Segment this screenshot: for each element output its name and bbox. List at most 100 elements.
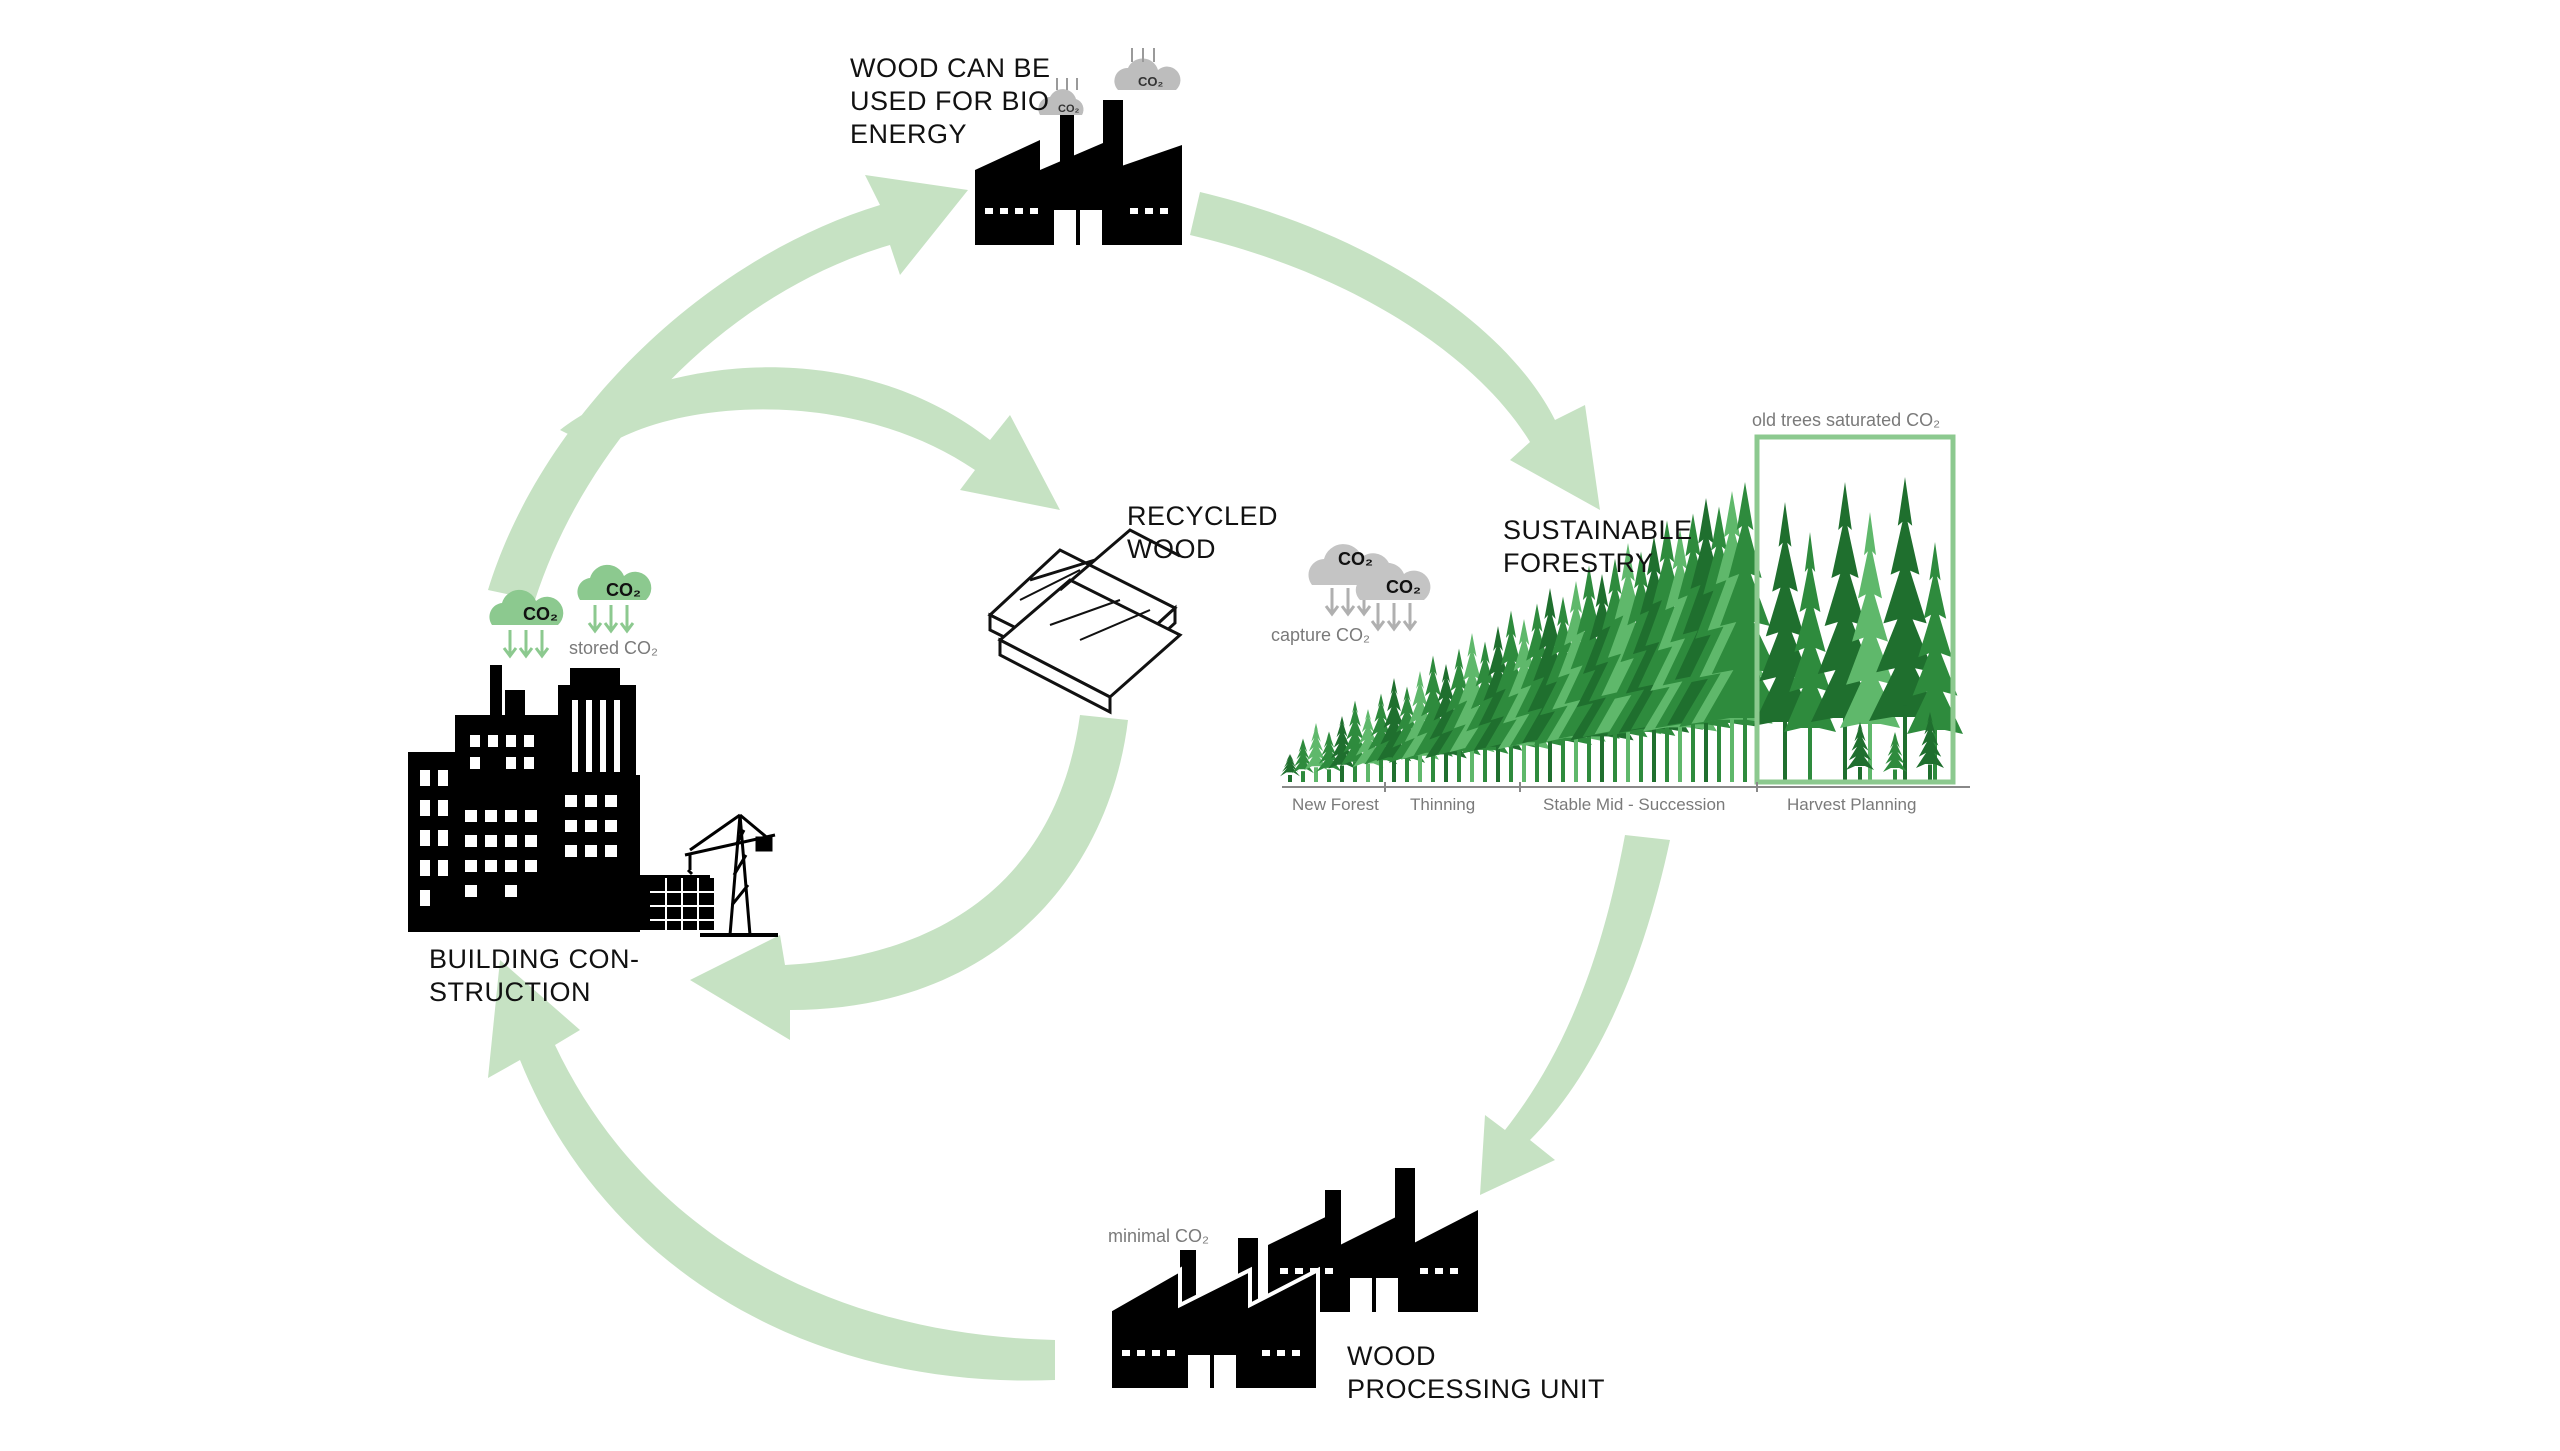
- processing-factory-front: [1108, 1238, 1320, 1392]
- tree-icon: [1907, 542, 1963, 734]
- sustainable-forestry-label: SUSTAINABLE FORESTRY: [1503, 515, 1693, 578]
- tree-trunk: [1288, 775, 1292, 782]
- bioenergy-label: WOOD CAN BE USED FOR BIO ENERGY: [850, 53, 1051, 149]
- tree-trunk: [1858, 767, 1862, 782]
- arrow-bioenergy-to-forestry: [1190, 192, 1600, 510]
- tree-trunk: [1340, 765, 1344, 782]
- tree-icon: [1869, 477, 1941, 721]
- tree-trunk: [1496, 743, 1500, 782]
- tree-trunk: [1868, 714, 1872, 782]
- tree-icon: [1703, 482, 1787, 722]
- stored-co2-annotation: stored CO₂: [569, 638, 659, 658]
- stored-co2-clouds: CO₂ CO₂: [489, 564, 652, 659]
- tree-trunk: [1301, 771, 1305, 782]
- tree-trunk: [1535, 737, 1539, 782]
- tree-trunk: [1613, 726, 1617, 782]
- green-cloud-icon: CO₂: [489, 589, 564, 659]
- old-trees-annotation: old trees saturated CO₂: [1752, 410, 1941, 430]
- tree-trunk: [1379, 759, 1383, 782]
- tree-icon: [1883, 732, 1907, 772]
- co2-badge-text: CO₂: [1058, 103, 1080, 115]
- tree-trunk: [1704, 711, 1708, 782]
- building-construction-label: BUILDING CON- STRUCTION: [429, 944, 640, 1007]
- small-cloud-icon: CO₂: [1038, 78, 1084, 115]
- tree-trunk: [1366, 763, 1370, 782]
- tree-trunk: [1509, 739, 1513, 782]
- tree-trunk: [1678, 718, 1682, 782]
- tree-trunk: [1353, 761, 1357, 782]
- tree-trunk: [1893, 769, 1897, 782]
- arrow-forestry-to-processing: [1480, 835, 1670, 1195]
- tree-icon: [1784, 532, 1836, 732]
- tree-trunk: [1730, 709, 1734, 782]
- processing-factory-back: [1268, 1168, 1478, 1312]
- tree-trunk: [1561, 735, 1565, 782]
- tree-icon: [1846, 722, 1874, 770]
- tree-trunk: [1843, 707, 1847, 782]
- tree-trunk: [1717, 713, 1721, 782]
- co2-badge-text: CO₂: [1138, 74, 1164, 89]
- tree-icon: [1840, 512, 1900, 728]
- tree-icon: [1916, 712, 1944, 768]
- bioenergy-factory: CO₂ CO₂: [975, 48, 1182, 245]
- tree-trunk: [1418, 754, 1422, 782]
- harvest-selection-box: [1754, 434, 1956, 785]
- tree-trunk: [1600, 730, 1604, 782]
- building-windows: [420, 700, 620, 906]
- stage-label-new-forest: New Forest: [1292, 795, 1379, 814]
- stage-label-thinning: Thinning: [1410, 795, 1476, 814]
- tree-icon: [1316, 731, 1342, 772]
- recycled-wood-label: RECYCLED WOOD: [1127, 501, 1279, 564]
- minimal-co2-annotation: minimal CO₂: [1108, 1226, 1209, 1246]
- tree-trunk: [1392, 756, 1396, 782]
- tree-trunk: [1574, 731, 1578, 782]
- tree-trunk: [1743, 707, 1747, 782]
- tree-trunk: [1587, 727, 1591, 782]
- factory-icon: [975, 100, 1182, 245]
- tree-trunk: [1431, 750, 1435, 782]
- tree-icon: [1304, 723, 1328, 771]
- cycle-arrows: [488, 175, 1670, 1381]
- tree-trunk: [1928, 764, 1932, 782]
- capture-co2-annotation: capture CO₂: [1271, 625, 1371, 645]
- tree-trunk: [1457, 748, 1461, 782]
- tree-trunk: [1548, 733, 1552, 782]
- tree-trunk: [1691, 714, 1695, 782]
- factory-windows: [985, 208, 1168, 245]
- tree-trunk: [1665, 716, 1669, 782]
- tree-trunk: [1903, 705, 1907, 782]
- wood-processing-label: WOOD PROCESSING UNIT: [1347, 1341, 1606, 1404]
- tree-trunk: [1470, 744, 1474, 782]
- arrow-processing-to-building: [488, 960, 1055, 1381]
- tree-trunk: [1314, 767, 1318, 782]
- co2-badge-text: CO₂: [1386, 577, 1421, 597]
- green-cloud-icon: CO₂: [577, 564, 652, 634]
- tree-trunk: [1808, 719, 1812, 782]
- forest-trees: [1280, 477, 1963, 782]
- stage-label-stable-mid-succession: Stable Mid - Succession: [1543, 795, 1726, 814]
- arrow-recycled-to-building: [690, 715, 1128, 1040]
- large-cloud-icon: CO₂: [1114, 48, 1181, 90]
- tree-trunk: [1652, 720, 1656, 782]
- tree-trunk: [1483, 746, 1487, 782]
- tree-icon: [1292, 738, 1314, 774]
- capture-co2-clouds: CO₂ CO₂: [1308, 544, 1431, 632]
- recycled-wood-icon: [987, 528, 1183, 715]
- tree-trunk: [1626, 722, 1630, 782]
- co2-badge-text: CO₂: [523, 604, 558, 624]
- arrow-building-to-bioenergy: [488, 175, 968, 600]
- tree-trunk: [1639, 724, 1643, 782]
- tree-icon: [1280, 754, 1300, 777]
- tree-trunk: [1522, 741, 1526, 782]
- grey-cloud-icon: CO₂: [1355, 562, 1431, 632]
- tree-trunk: [1327, 769, 1331, 782]
- co2-badge-text: CO₂: [1338, 549, 1373, 569]
- crane-icon: [684, 813, 778, 937]
- stage-ticks: [1384, 782, 1758, 792]
- tree-trunk: [1783, 712, 1787, 782]
- tree-trunk: [1405, 758, 1409, 782]
- tree-trunk: [1444, 752, 1448, 782]
- stage-label-harvest-planning: Harvest Planning: [1787, 795, 1917, 814]
- co2-badge-text: CO₂: [606, 580, 641, 600]
